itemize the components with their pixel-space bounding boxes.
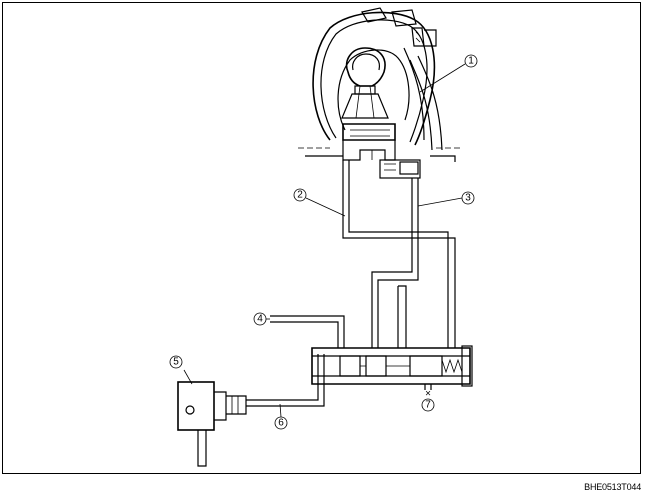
figure-code: BHE0513T044 bbox=[584, 482, 641, 492]
callout-label-2: 2 bbox=[297, 190, 303, 201]
solenoid-valve bbox=[177, 381, 247, 467]
clutch-assembly bbox=[298, 7, 460, 179]
callout-1: 1 bbox=[464, 54, 478, 68]
callout-label-6: 6 bbox=[278, 418, 284, 429]
callout-label-1: 1 bbox=[468, 56, 474, 67]
control-valve bbox=[311, 345, 473, 390]
callout-label-7: 7 bbox=[425, 400, 431, 411]
hydraulic-lines bbox=[246, 160, 456, 407]
diagram-frame bbox=[2, 2, 641, 474]
callout-label-5: 5 bbox=[173, 357, 179, 368]
callout-6: 6 bbox=[274, 416, 288, 430]
callout-4: 4 bbox=[253, 312, 267, 326]
callout-5: 5 bbox=[169, 355, 183, 369]
callout-label-4: 4 bbox=[257, 314, 263, 325]
callout-leaders bbox=[183, 63, 466, 418]
callout-label-3: 3 bbox=[465, 193, 471, 204]
callout-2: 2 bbox=[293, 188, 307, 202]
drain-symbol: × bbox=[425, 389, 431, 400]
callout-7: × 7 bbox=[421, 389, 435, 412]
callout-3: 3 bbox=[461, 191, 475, 205]
